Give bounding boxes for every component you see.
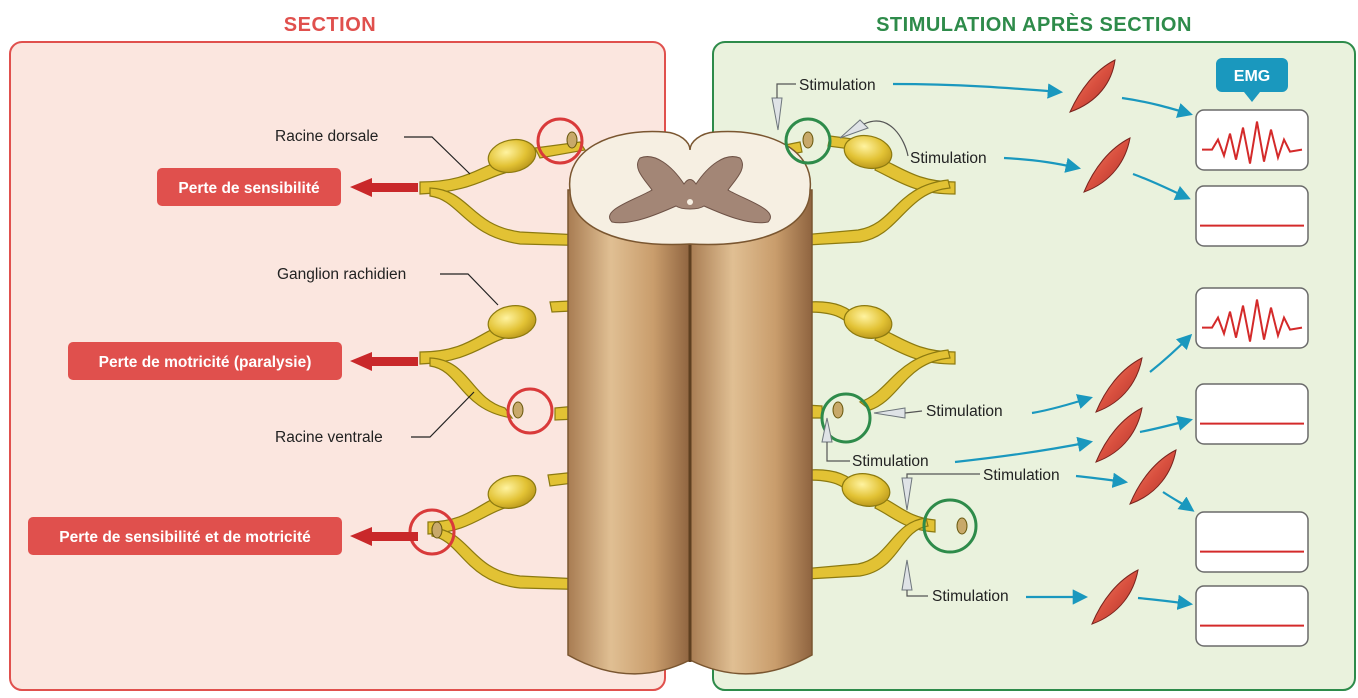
effect-label: Perte de sensibilité (178, 180, 320, 197)
stimulation-label: Stimulation (799, 77, 876, 94)
ganglion-label: Ganglion rachidien (277, 266, 406, 283)
effect-label: Perte de sensibilité et de motricité (59, 529, 311, 546)
stimulation-label: Stimulation (852, 453, 929, 470)
emg-screen (1196, 110, 1308, 170)
spinal-cord (568, 132, 812, 674)
emg-screen (1196, 186, 1308, 246)
emg-screen (1196, 384, 1308, 444)
dorsal-root-label: Racine dorsale (275, 128, 378, 145)
cut-stump (833, 402, 843, 418)
effect-label: Perte de motricité (paralysie) (99, 354, 312, 371)
stimulation-label: Stimulation (932, 588, 1009, 605)
stimulation-label: Stimulation (910, 150, 987, 167)
ventral-root-label: Racine ventrale (275, 429, 383, 446)
section-title: SECTION (284, 14, 376, 36)
cut-stump (803, 132, 813, 148)
cut-stump (957, 518, 967, 534)
emg-screen (1196, 586, 1308, 646)
stimulation-label: Stimulation (983, 467, 1060, 484)
cut-stump (432, 522, 442, 538)
emg-screen (1196, 512, 1308, 572)
cut-stump (513, 402, 523, 418)
emg-screen (1196, 288, 1308, 348)
cut-stump (567, 132, 577, 148)
emg-title: EMG (1234, 68, 1270, 85)
stimulation-title: STIMULATION APRÈS SECTION (876, 13, 1192, 36)
stimulation-label: Stimulation (926, 403, 1003, 420)
